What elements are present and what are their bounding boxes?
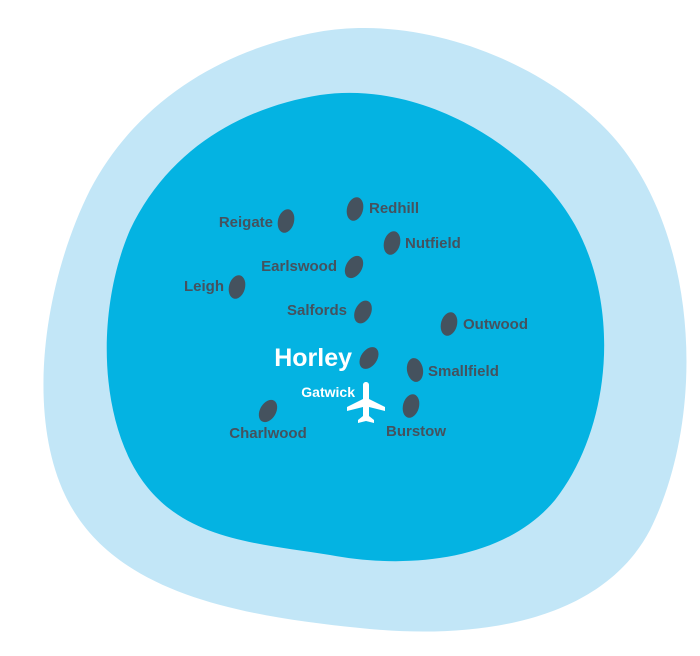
airport-label: Gatwick xyxy=(301,384,355,400)
location-pin-icon xyxy=(258,399,278,423)
place-label-nutfield: Nutfield xyxy=(405,235,461,252)
place-label-charlwood: Charlwood xyxy=(229,425,307,442)
location-pin-icon xyxy=(359,347,379,369)
place-label-smallfield: Smallfield xyxy=(428,363,499,380)
location-pin-icon xyxy=(383,231,401,255)
airplane-icon xyxy=(347,382,385,423)
place-label-salfords: Salfords xyxy=(287,302,347,319)
location-pin-icon xyxy=(228,275,246,299)
location-pin-icon xyxy=(402,394,420,418)
place-label-reigate: Reigate xyxy=(219,214,273,231)
main-town-label: Horley xyxy=(274,344,352,372)
location-pin-icon xyxy=(346,197,364,221)
place-label-burstow: Burstow xyxy=(386,423,446,440)
location-pin-icon xyxy=(440,312,458,336)
place-label-leigh: Leigh xyxy=(184,278,224,295)
location-pin-icon xyxy=(344,255,364,279)
location-pin-icon xyxy=(354,300,372,324)
place-label-earlswood: Earlswood xyxy=(261,258,337,275)
location-pin-icon xyxy=(406,358,424,382)
place-label-outwood: Outwood xyxy=(463,316,528,333)
location-pin-icon xyxy=(277,209,295,233)
inner-service-zone xyxy=(106,92,605,562)
place-label-redhill: Redhill xyxy=(369,200,419,217)
